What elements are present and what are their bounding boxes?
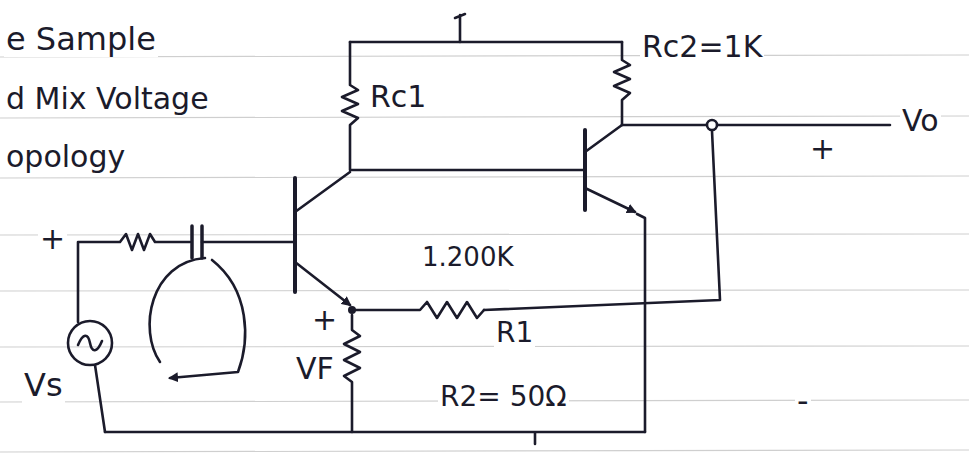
output-wire bbox=[622, 124, 890, 127]
circuit-line bbox=[0, 450, 969, 452]
resistor-symbol bbox=[352, 302, 484, 318]
transistor-base bbox=[293, 178, 297, 292]
transistor-emitter bbox=[585, 188, 635, 212]
transistor-emitter bbox=[295, 262, 350, 305]
capacitor-symbol bbox=[192, 226, 202, 258]
circuit-line bbox=[0, 346, 969, 347]
ruled-lines bbox=[0, 55, 969, 452]
resistor-symbol bbox=[342, 42, 585, 170]
input-wire bbox=[95, 365, 105, 432]
circuit-label: e Sample bbox=[4, 22, 158, 57]
input-wire bbox=[202, 241, 295, 244]
circuit-label: + bbox=[38, 222, 67, 255]
ground-wire bbox=[637, 214, 645, 432]
circuit-label: 1.200K bbox=[420, 243, 515, 272]
circuit-label: Vo bbox=[900, 104, 941, 137]
circuit-line bbox=[0, 176, 969, 178]
source-symbol bbox=[68, 321, 112, 365]
circuit-line bbox=[0, 116, 969, 118]
circuit-label: opology bbox=[4, 140, 127, 173]
ground-wire bbox=[105, 432, 645, 444]
loop-arrow bbox=[150, 258, 245, 378]
resistor-symbol bbox=[78, 234, 190, 322]
resistor-symbol bbox=[614, 42, 630, 125]
output-terminal bbox=[707, 120, 717, 130]
circuit-label: Rc2=1K bbox=[640, 30, 764, 63]
supply-terminal bbox=[455, 14, 465, 42]
circuit-label: Rc1 bbox=[368, 80, 428, 113]
junction-dot bbox=[348, 306, 356, 314]
circuit-wires bbox=[68, 14, 890, 444]
transistor-collector bbox=[585, 125, 622, 152]
circuit-label: R2= 50Ω bbox=[438, 382, 569, 413]
resistor-symbol bbox=[344, 315, 360, 432]
feedback-wire bbox=[484, 131, 720, 310]
circuit-line bbox=[0, 234, 969, 235]
circuit-label: - bbox=[795, 384, 811, 419]
transistor-base bbox=[583, 130, 587, 210]
circuit-label: + bbox=[808, 132, 837, 165]
supply-wire bbox=[350, 41, 622, 44]
circuit-line bbox=[0, 290, 969, 291]
transistor-collector bbox=[295, 172, 350, 212]
circuit-label: Vs bbox=[22, 368, 65, 403]
circuit-label: + bbox=[310, 303, 339, 336]
source-symbol bbox=[78, 336, 102, 351]
circuit-label: d Mix Voltage bbox=[4, 82, 211, 115]
circuit-label: R1 bbox=[494, 318, 535, 349]
circuit-label: VF bbox=[294, 352, 336, 385]
